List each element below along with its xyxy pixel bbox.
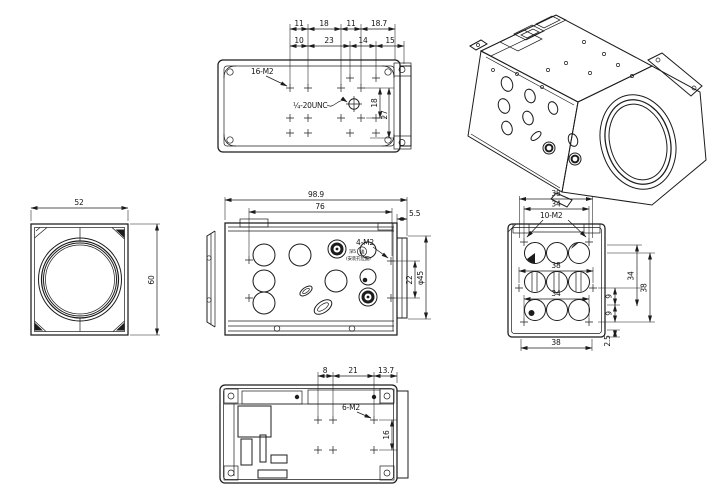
- note-side-below: (安装孔位置): [346, 255, 371, 262]
- dim-rear-mid-inner: 34: [551, 289, 561, 298]
- dim-top-15: 15: [385, 36, 395, 45]
- rear-view-inner-outline: [511, 227, 602, 334]
- front-view: 52 60: [30, 198, 160, 336]
- dim-bottom-v16: 16: [382, 430, 391, 440]
- label-side-4-m2: 4-M2: [356, 238, 374, 247]
- side-view-dimensions: 98.9 76 5.5 22 φ45: [224, 190, 431, 320]
- dim-rear-bottom: 38: [551, 338, 561, 347]
- front-view-inner-outline: [34, 227, 125, 332]
- bottom-view-cutouts: [233, 404, 288, 479]
- dim-side-hole-span: 22: [405, 275, 414, 285]
- dim-rear-step2: 9: [605, 311, 614, 316]
- dim-side-overall: 98.9: [308, 190, 324, 199]
- dim-top-18-7: 18.7: [371, 19, 387, 28]
- bottom-view-dimensions: 8 21 13.7 16 6-M2: [317, 366, 398, 451]
- front-view-lens: [38, 227, 122, 332]
- note-side-circled: 通: [360, 248, 365, 255]
- side-view-right-flange: [392, 227, 408, 331]
- rear-view-dimensions: 38 34 10-M2 38 34 34 38 9 9 2.5 38: [518, 189, 655, 351]
- dim-bottom-8: 8: [323, 366, 328, 375]
- label-rear-10-m2: 10-M2: [540, 211, 563, 220]
- front-view-outline: [30, 223, 129, 336]
- rear-view-outline: [507, 223, 606, 338]
- dim-top-11b: 11: [346, 19, 356, 28]
- dim-side-lens-dia: φ45: [416, 271, 425, 285]
- bottom-view-outline: [219, 384, 398, 484]
- dim-front-width: 52: [74, 198, 84, 207]
- iso-left-face: [467, 50, 579, 193]
- leader-top-16-m2: [265, 75, 288, 87]
- dim-top-10: 10: [294, 36, 304, 45]
- side-view: 98.9 76 5.5 22 φ45 4-M2 深5 通 (安装孔位置): [206, 190, 431, 336]
- bottom-view-top-rail: [223, 388, 395, 405]
- iso-top-face: [479, 14, 654, 103]
- label-top-16-m2: 16-M2: [251, 67, 274, 76]
- leader-rear-10-m2-right: [567, 219, 587, 238]
- dim-side-inner: 76: [315, 202, 325, 211]
- iso-lens-face: [561, 65, 707, 206]
- label-top-tripod-thread: ¼-20UNC: [293, 101, 327, 110]
- top-view-tripod-hole: [346, 96, 362, 112]
- iso-top-details: [470, 14, 634, 189]
- side-view-note: 深5 通 (安装孔位置): [346, 246, 371, 262]
- isometric-view: [467, 14, 707, 208]
- bottom-view: 8 21 13.7 16 6-M2: [219, 366, 409, 484]
- dim-side-flange: 5.5: [409, 209, 421, 218]
- rear-view-holes: [515, 238, 597, 326]
- note-side-inline: 深5: [349, 248, 356, 255]
- dim-bottom-13-7: 13.7: [378, 366, 394, 375]
- leader-rear-10-m2-left: [526, 219, 544, 238]
- side-view-top-rail: [228, 218, 394, 232]
- dim-top-23: 23: [324, 36, 334, 45]
- front-view-corner-chamfers: [34, 227, 125, 332]
- side-view-left-bracket: [206, 230, 216, 328]
- dim-top-v27: 27: [380, 110, 389, 120]
- top-view-inner-outline: [223, 65, 395, 147]
- leader-bottom-6-m2: [356, 411, 372, 419]
- dim-bottom-21: 21: [348, 366, 358, 375]
- side-view-bottom-rail: [228, 320, 394, 332]
- top-view-dimensions: 11 18 11 18.7 10 23 14 15 18 27: [289, 19, 405, 139]
- iso-left-face-holes: [491, 68, 582, 166]
- dim-top-v18: 18: [370, 98, 379, 108]
- bottom-view-right-rail: [223, 390, 409, 481]
- dim-rear-step1: 9: [605, 294, 614, 299]
- leader-side-4-m2: [372, 246, 389, 259]
- dim-rear-right-inner: 34: [627, 271, 636, 281]
- dim-rear-top-inner: 34: [551, 200, 561, 209]
- rear-view-top-tabs: [507, 223, 601, 234]
- dim-rear-step3: 2.5: [603, 335, 612, 347]
- top-view-right-rail: [393, 62, 412, 150]
- dim-rear-right-outer: 38: [640, 283, 649, 293]
- label-bottom-6-m2: 6-M2: [342, 403, 360, 412]
- dim-top-18: 18: [319, 19, 329, 28]
- dim-top-11a: 11: [294, 19, 304, 28]
- side-view-holes: [245, 239, 395, 315]
- top-view-hole-marks: [286, 74, 380, 137]
- dim-top-14: 14: [358, 36, 368, 45]
- leader-top-tripod: [326, 96, 348, 107]
- rear-view: 38 34 10-M2 38 34 34 38 9 9 2.5 38: [507, 189, 655, 351]
- iso-lens: [599, 94, 677, 190]
- dim-rear-mid-outer: 38: [551, 261, 561, 270]
- bottom-view-hole-marks: [314, 416, 378, 454]
- bottom-view-inner-outline: [223, 388, 394, 480]
- front-view-dimensions: 52 60: [30, 198, 160, 336]
- iso-mount-brackets: [469, 39, 703, 208]
- dim-front-height: 60: [147, 275, 156, 285]
- top-view: 11 18 11 18.7 10 23 14 15 18 27 16-M2 ¼-…: [217, 19, 412, 153]
- top-view-corner-screws: [223, 65, 395, 147]
